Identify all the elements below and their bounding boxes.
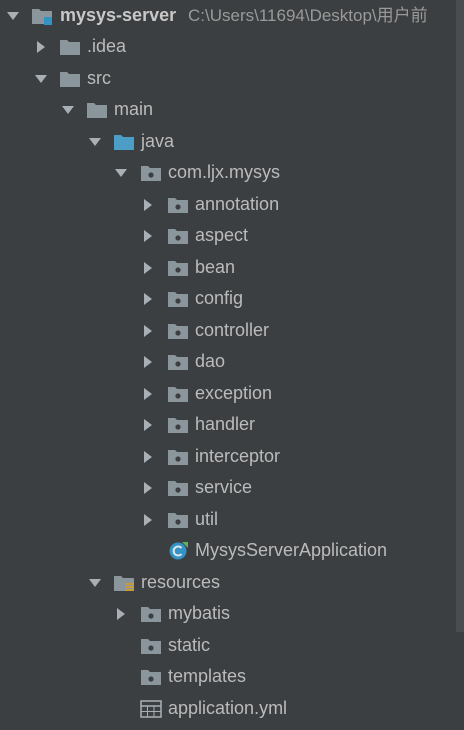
package-icon	[141, 607, 161, 622]
tree-row-handler[interactable]: handler	[0, 409, 464, 440]
tree-row-controller[interactable]: controller	[0, 315, 464, 346]
package-icon	[168, 229, 188, 244]
tree-row-exception[interactable]: exception	[0, 378, 464, 409]
tree-item-label: bean	[195, 257, 236, 277]
chevron-right-icon[interactable]	[141, 198, 155, 212]
tree-item-label: exception	[195, 383, 273, 403]
tree-row-dao[interactable]: dao	[0, 346, 464, 377]
tree-item-label: application.yml	[168, 698, 288, 718]
yaml-file-icon	[140, 700, 162, 718]
tree-item-label: handler	[195, 414, 256, 434]
chevron-down-icon[interactable]	[34, 72, 48, 86]
chevron-right-icon[interactable]	[141, 450, 155, 464]
source-folder-icon	[114, 135, 134, 150]
tree-row-root[interactable]: mysys-server C:\Users\11694\Desktop\用户前	[0, 0, 464, 31]
tree-item-label: controller	[195, 320, 270, 340]
package-icon	[168, 355, 188, 370]
tree-row-package-root[interactable]: com.ljx.mysys	[0, 157, 464, 188]
package-icon	[168, 418, 188, 433]
tree-row-main[interactable]: main	[0, 94, 464, 125]
tree-item-label: templates	[168, 666, 247, 686]
chevron-down-icon[interactable]	[61, 103, 75, 117]
chevron-down-icon[interactable]	[88, 135, 102, 149]
folder-icon	[60, 72, 80, 87]
package-icon	[141, 670, 161, 685]
package-icon	[168, 261, 188, 276]
chevron-down-icon[interactable]	[88, 576, 102, 590]
tree-item-label: annotation	[195, 194, 280, 214]
module-folder-icon	[32, 9, 52, 25]
tree-row-idea[interactable]: .idea	[0, 31, 464, 62]
tree-row-bean[interactable]: bean	[0, 252, 464, 283]
chevron-down-icon[interactable]	[114, 166, 128, 180]
tree-item-label: .idea	[87, 36, 127, 56]
tree-item-label: static	[168, 635, 211, 655]
chevron-right-icon[interactable]	[141, 229, 155, 243]
package-icon	[168, 450, 188, 465]
tree-item-label: com.ljx.mysys	[168, 162, 280, 182]
chevron-down-icon[interactable]	[6, 9, 20, 23]
chevron-right-icon[interactable]	[141, 513, 155, 527]
tree-item-label: interceptor	[195, 446, 281, 466]
package-icon	[168, 198, 188, 213]
chevron-right-icon[interactable]	[141, 387, 155, 401]
tree-row-service[interactable]: service	[0, 472, 464, 503]
package-icon	[141, 166, 161, 181]
folder-icon	[60, 40, 80, 55]
chevron-right-icon[interactable]	[141, 481, 155, 495]
tree-row-main-class[interactable]: MysysServerApplication	[0, 535, 464, 566]
tree-item-label: service	[195, 477, 253, 497]
package-icon	[168, 387, 188, 402]
chevron-right-icon[interactable]	[114, 607, 128, 621]
tree-item-label: dao	[195, 351, 226, 371]
chevron-right-icon[interactable]	[141, 355, 155, 369]
chevron-right-icon[interactable]	[141, 418, 155, 432]
tree-row-resources[interactable]: resources	[0, 567, 464, 598]
tree-item-label: main	[114, 99, 154, 119]
tree-item-label: resources	[141, 572, 221, 592]
spring-boot-class-icon	[169, 542, 188, 560]
tree-item-label: java	[141, 131, 175, 151]
tree-row-config[interactable]: config	[0, 283, 464, 314]
tree-item-label: aspect	[195, 225, 249, 245]
tree-row-java[interactable]: java	[0, 126, 464, 157]
chevron-right-icon[interactable]	[34, 40, 48, 54]
tree-row-aspect[interactable]: aspect	[0, 220, 464, 251]
tree-row-annotation[interactable]: annotation	[0, 189, 464, 220]
tree-item-label: util	[195, 509, 219, 529]
tree-row-static[interactable]: static	[0, 630, 464, 661]
vertical-scrollbar[interactable]	[456, 0, 464, 632]
package-icon	[141, 639, 161, 654]
tree-item-label: config	[195, 288, 244, 308]
tree-row-templates[interactable]: templates	[0, 661, 464, 692]
tree-item-label: src	[87, 68, 111, 88]
tree-row-application-yml[interactable]: application.yml	[0, 693, 464, 724]
tree-row-interceptor[interactable]: interceptor	[0, 441, 464, 472]
chevron-right-icon[interactable]	[141, 292, 155, 306]
module-name: mysys-server	[60, 5, 177, 25]
package-icon	[168, 324, 188, 339]
tree-row-mybatis[interactable]: mybatis	[0, 598, 464, 629]
tree-item-label: MysysServerApplication	[195, 540, 388, 560]
chevron-right-icon[interactable]	[141, 324, 155, 338]
resources-folder-icon	[114, 576, 134, 591]
package-icon	[168, 481, 188, 496]
folder-icon	[87, 103, 107, 118]
package-icon	[168, 513, 188, 528]
package-icon	[168, 292, 188, 307]
tree-item-label: mybatis	[168, 603, 231, 623]
tree-row-util[interactable]: util	[0, 504, 464, 535]
tree-row-src[interactable]: src	[0, 63, 464, 94]
module-path: C:\Users\11694\Desktop\用户前	[188, 6, 428, 25]
chevron-right-icon[interactable]	[141, 261, 155, 275]
